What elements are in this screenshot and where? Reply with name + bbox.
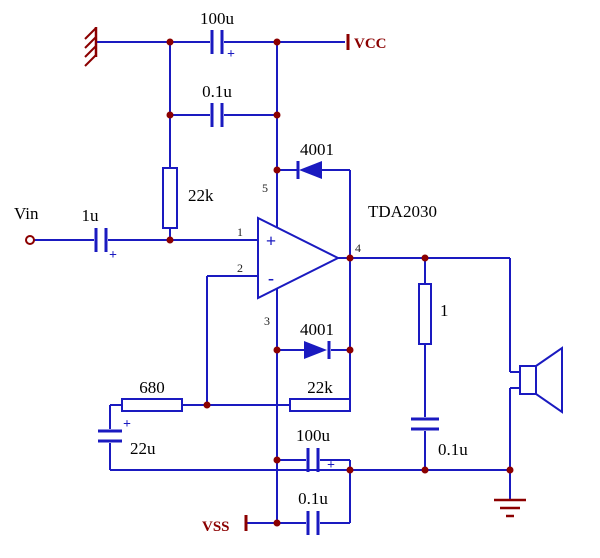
label-cap-0.1u-zobel: 0.1u	[438, 440, 468, 459]
ground-icon-bottom	[494, 498, 526, 518]
diode-arrow	[299, 161, 322, 179]
earth-ground-icon	[84, 27, 98, 67]
polarity-plus-100u-vss: +	[327, 458, 335, 473]
speaker-horn	[535, 346, 563, 414]
polarity-plus-22u: +	[123, 417, 131, 432]
pin-4: 4	[355, 241, 361, 255]
junction-dot	[203, 401, 211, 409]
pin-5: 5	[262, 181, 268, 195]
label-res-22k-bias: 22k	[188, 186, 214, 205]
junction-dot	[273, 346, 281, 354]
opamp-tda2030: + -	[257, 216, 341, 300]
label-cap-0.1u-vcc: 0.1u	[202, 82, 232, 101]
speaker-icon	[519, 346, 563, 414]
junction-dot	[273, 456, 281, 464]
junction-dot	[421, 254, 429, 262]
junction-dot	[346, 254, 354, 262]
capacitor-0.1u-vcc	[210, 103, 224, 127]
junction-dot	[346, 346, 354, 354]
label-diode-bottom: 4001	[300, 320, 334, 339]
ground-hatch	[84, 36, 97, 49]
label-vcc: VCC	[354, 36, 387, 52]
label-cap-100u-vcc: 100u	[200, 9, 235, 28]
label-res-680: 680	[139, 378, 165, 397]
opamp-inv-sign: -	[268, 268, 274, 288]
resistor-1ohm-zobel	[418, 283, 432, 345]
junction-dot	[273, 111, 281, 119]
label-diode-top: 4001	[300, 140, 334, 159]
polarity-plus-1u: +	[109, 248, 117, 263]
junction-dot	[166, 236, 174, 244]
resistor-22k-bias	[162, 167, 178, 229]
junction-dot	[166, 38, 174, 46]
label-cap-1u: 1u	[82, 206, 100, 225]
resistor-22k-feedback	[289, 398, 351, 412]
junction-dot	[273, 519, 281, 527]
pin-1: 1	[237, 225, 243, 239]
polarity-plus-100u-vcc: +	[227, 47, 235, 62]
opamp-triangle	[257, 216, 341, 300]
junction-dot	[421, 466, 429, 474]
junction-dot	[506, 466, 514, 474]
junction-dot	[273, 38, 281, 46]
opamp-noninv-sign: +	[266, 231, 276, 251]
ground-hatch	[84, 45, 97, 58]
ground-hatch	[84, 54, 97, 67]
resistor-680-gain	[121, 398, 183, 412]
pin-2: 2	[237, 261, 243, 275]
input-terminal	[25, 235, 35, 245]
diode-arrow	[304, 341, 327, 359]
junction-dot	[166, 111, 174, 119]
diode-4001-top	[296, 161, 322, 179]
label-ic-name: TDA2030	[368, 202, 437, 221]
label-res-1ohm: 1	[440, 301, 449, 320]
label-cap-100u-vss: 100u	[296, 426, 331, 445]
junction-dot	[346, 466, 354, 474]
label-vin: Vin	[14, 204, 39, 223]
capacitor-100u-vss	[306, 448, 320, 472]
label-cap-0.1u-vss: 0.1u	[298, 489, 328, 508]
label-vss: VSS	[202, 519, 230, 535]
capacitor-1u-input	[94, 228, 108, 252]
pin-3: 3	[264, 314, 270, 328]
junction-dot	[273, 166, 281, 174]
capacitor-0.1u-zobel	[411, 417, 439, 431]
label-res-22k-feedback: 22k	[307, 378, 333, 397]
speaker-body	[519, 365, 537, 395]
junction-dots	[166, 38, 514, 527]
ground-hatch	[84, 27, 97, 40]
diode-4001-bottom	[304, 341, 331, 359]
label-cap-22u: 22u	[130, 439, 156, 458]
capacitor-0.1u-vss	[306, 511, 320, 535]
capacitor-22u-gain	[98, 429, 122, 443]
capacitor-100u-vcc	[210, 30, 224, 54]
